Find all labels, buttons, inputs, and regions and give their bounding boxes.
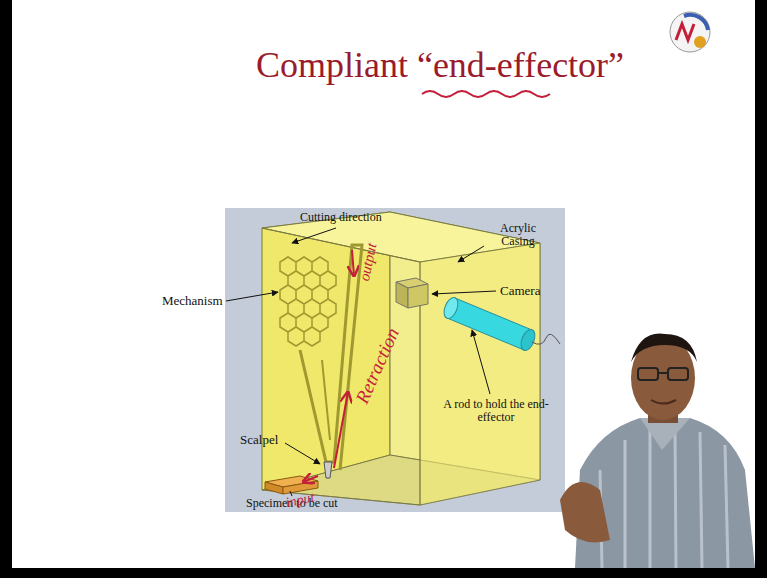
hand-annotations: [303, 250, 354, 482]
part-label: Mechanism: [162, 294, 223, 308]
part-label: Acrylic Casing: [487, 222, 549, 248]
part-label: Cutting direction: [300, 211, 382, 224]
part-label: Camera: [500, 284, 540, 298]
slide-title: Compliant “end-effector”: [200, 46, 680, 86]
wavy-underline: [422, 91, 550, 97]
leader-arrows: [226, 228, 496, 496]
logo: [670, 12, 710, 52]
image-ground: [225, 208, 565, 512]
part-label: Scalpel: [240, 433, 278, 447]
acrylic-casing: [262, 212, 540, 505]
presenter: [560, 334, 755, 568]
part-label: A rod to hold the end-effector: [440, 398, 552, 424]
holding-rod: [441, 296, 560, 353]
scalpel: [324, 462, 332, 478]
slide-ground: [12, 0, 755, 568]
camera: [396, 278, 428, 308]
compliant-mechanism: [280, 245, 362, 470]
